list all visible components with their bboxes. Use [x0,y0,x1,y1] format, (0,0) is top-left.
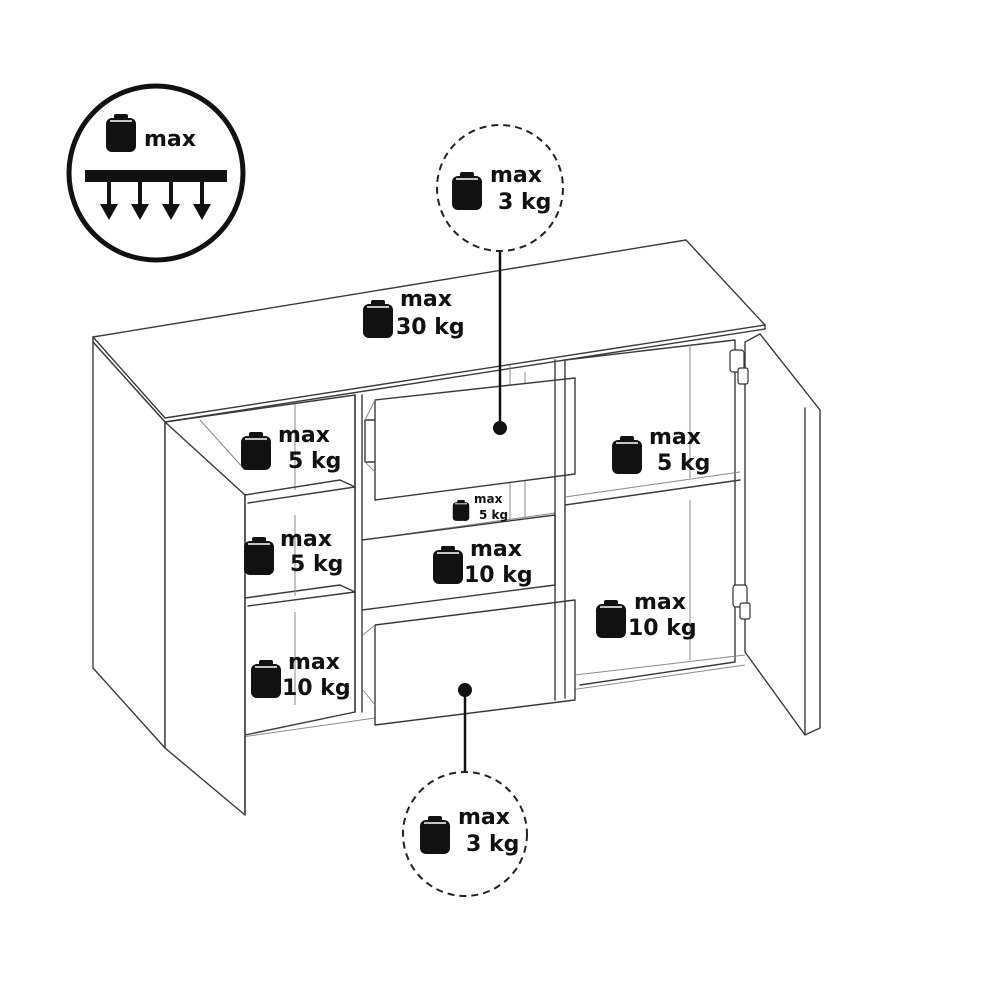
svg-text:max: max [400,287,452,312]
svg-text:max: max [649,425,701,450]
svg-text:max: max [458,805,510,830]
svg-text:5 kg: 5 kg [288,449,341,474]
top-drawer-callout: max 3 kg [436,124,564,435]
bottom-drawer [374,599,576,726]
svg-text:max: max [474,492,503,506]
svg-text:max: max [278,423,330,448]
legend-badge: max [66,83,246,263]
right-shelf-load-label: max 5 kg [611,425,710,476]
middle-small-load-label: max 5 kg [452,492,508,522]
svg-text:5 kg: 5 kg [479,508,508,522]
svg-text:max: max [490,163,542,188]
svg-text:5 kg: 5 kg [657,451,710,476]
svg-text:5 kg: 5 kg [290,552,343,577]
svg-text:3 kg: 3 kg [498,190,551,215]
svg-text:max: max [634,590,686,615]
top-load-label: max 30 kg [362,287,465,340]
svg-text:30 kg: 30 kg [396,315,465,340]
bottom-drawer-callout: max 3 kg [402,683,528,897]
right-door [744,333,821,736]
downward-arrows-icon [100,182,211,220]
weight-icon [105,113,137,153]
left-shelf-1-load-label: max 5 kg [240,423,341,474]
svg-text:max: max [470,537,522,562]
svg-text:max: max [280,527,332,552]
hinge-bottom [732,584,751,620]
sideboard [92,239,821,816]
left-shelf-2-load-label: max 5 kg [243,527,343,577]
shelf-bar-icon [85,170,227,182]
svg-text:10 kg: 10 kg [282,676,351,701]
top-drawer [374,377,576,501]
legend-max-label: max [144,127,196,152]
svg-text:max: max [288,650,340,675]
left-door [164,421,246,816]
svg-text:3 kg: 3 kg [466,832,519,857]
svg-text:10 kg: 10 kg [628,616,697,641]
middle-shelf-load-label: max 10 kg [432,537,533,588]
right-bottom-load-label: max 10 kg [595,590,697,641]
svg-text:10 kg: 10 kg [464,563,533,588]
hinge-top [729,349,749,385]
left-bottom-load-label: max 10 kg [250,650,351,701]
